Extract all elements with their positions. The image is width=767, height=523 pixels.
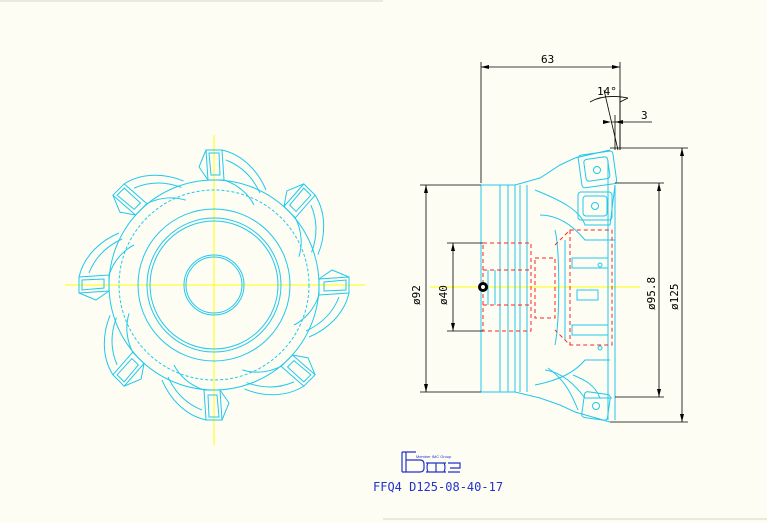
side-view: 63 14° 3 ø92 ø40 ø95.8 ø125	[410, 53, 688, 423]
flute-2	[283, 183, 325, 257]
flute-edge	[108, 244, 135, 276]
iscar-logo: Member IMC Group	[401, 451, 461, 473]
dim-bore-diameter-label: ø40	[437, 285, 450, 305]
insert-pocket	[323, 279, 347, 292]
dimension-arrows	[424, 65, 684, 422]
flute-edge	[318, 269, 350, 280]
insert-pocket	[116, 187, 142, 211]
front-view	[65, 135, 365, 445]
flute-edge	[314, 194, 325, 255]
flute-edge	[161, 379, 207, 421]
flute-edge	[246, 381, 295, 388]
flute-edge	[173, 364, 205, 391]
insert-pocket	[81, 278, 105, 291]
flute-edge	[167, 376, 203, 411]
insert-top	[577, 150, 618, 189]
flute-edge	[294, 217, 302, 257]
flute-6	[103, 313, 145, 387]
flute-edge	[78, 290, 110, 301]
dim-cutting-diameter-label: ø95.8	[645, 277, 658, 310]
drawing-area-front-top	[0, 0, 383, 263]
insert-pocket	[286, 359, 312, 383]
dim-angle-label: 14°	[597, 85, 617, 98]
flute-edge	[293, 294, 320, 326]
flute-edge	[88, 238, 123, 274]
flute-edge	[225, 159, 261, 194]
flute-edge	[112, 195, 136, 216]
flute-edge	[78, 232, 120, 278]
flute-5	[161, 364, 230, 421]
flute-1	[198, 149, 267, 206]
insert-pocket	[208, 152, 221, 176]
flute-edge	[146, 197, 186, 205]
logo-tagline: Member IMC Group	[416, 454, 452, 459]
flute-edge	[283, 183, 304, 207]
insert-second	[577, 191, 613, 221]
flute-edge	[242, 365, 282, 373]
flute-edge	[308, 292, 350, 338]
flute-edge	[124, 363, 145, 387]
insert-pocket	[116, 357, 140, 383]
flute-edge	[123, 174, 184, 185]
flute-edge	[221, 149, 267, 191]
flute-edge	[219, 389, 230, 421]
flute-edge	[103, 315, 114, 376]
flute-edge	[133, 182, 182, 189]
dim-outer-diameter-label: ø125	[668, 284, 681, 311]
flute-4	[242, 354, 316, 396]
drawing-area-bottom	[0, 263, 767, 523]
flute-7	[78, 232, 135, 301]
dim-length-label: 63	[541, 53, 554, 66]
flute-edge	[292, 354, 316, 375]
flute-edge	[198, 149, 209, 181]
body-circle	[149, 220, 279, 350]
bore-circle	[185, 256, 243, 314]
flute-edge	[126, 313, 134, 353]
dim-offset-label: 3	[641, 109, 648, 122]
dim-body-diameter-label: ø92	[410, 285, 423, 305]
part-number: FFQ4 D125-08-40-17	[373, 480, 503, 494]
flute-edge	[310, 204, 317, 253]
flute-edge	[244, 385, 305, 396]
flute-edge	[305, 296, 340, 332]
drawing-area-side-top	[383, 0, 767, 263]
flute-edge	[223, 179, 255, 206]
insert-pocket	[288, 187, 312, 213]
flute-8	[112, 174, 186, 216]
insert-pocket	[207, 394, 220, 418]
flute-group	[78, 149, 350, 421]
flute-edge	[111, 317, 118, 366]
flute-3	[293, 269, 350, 338]
